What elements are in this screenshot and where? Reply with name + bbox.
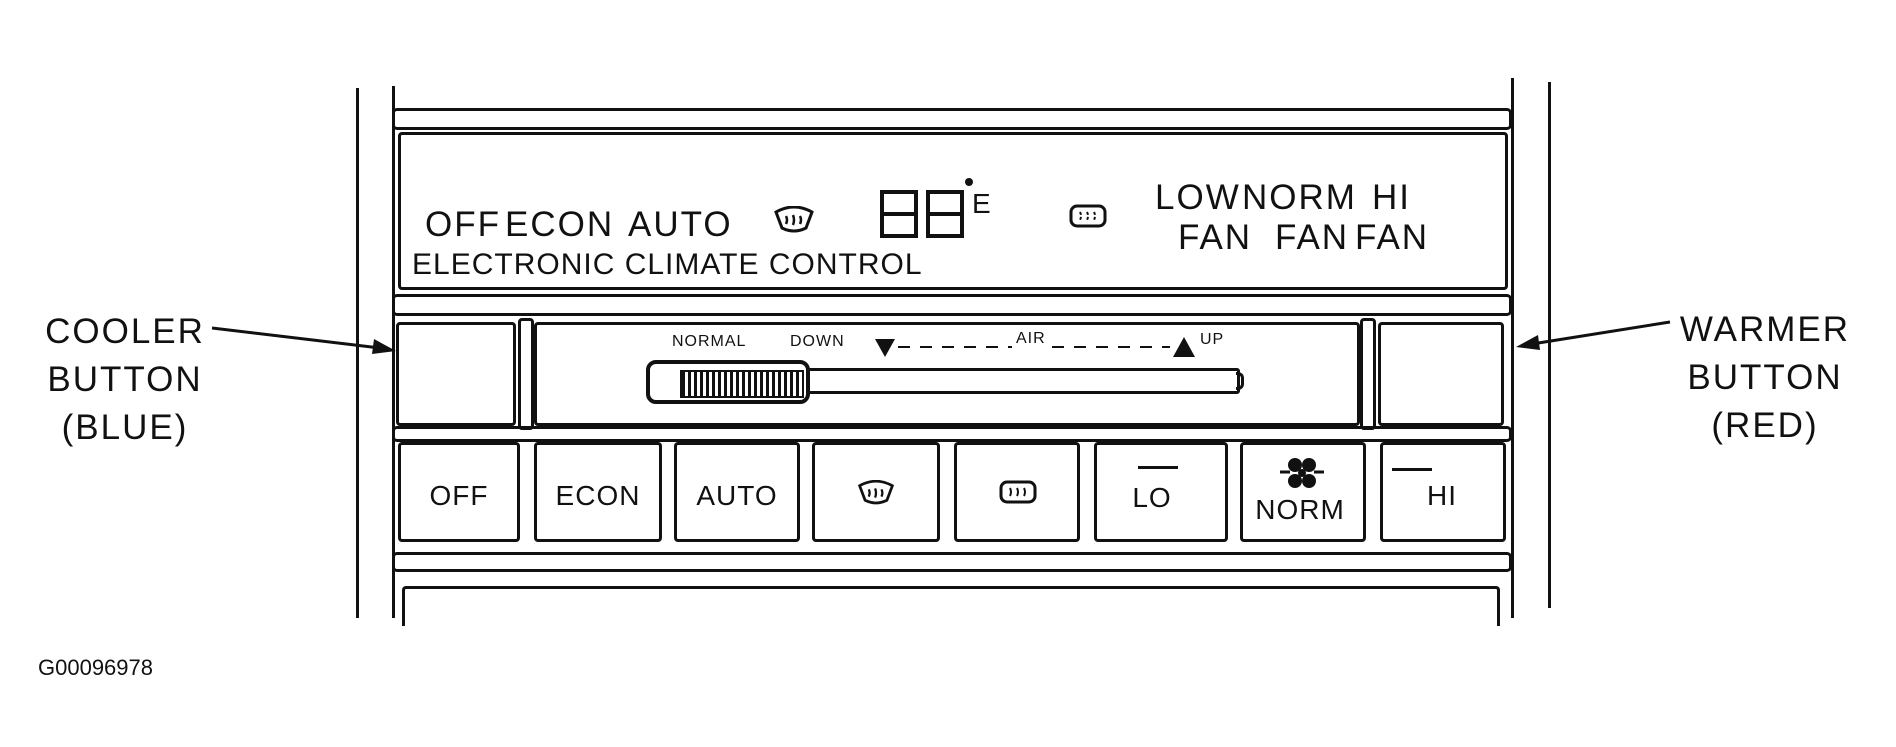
fan-lo-indicator-line — [1138, 466, 1178, 469]
inner-left-line — [392, 86, 395, 618]
rear-defrost-button-icon — [999, 480, 1037, 504]
down-triangle-icon — [875, 339, 895, 357]
button-off-label: OFF — [429, 480, 489, 511]
button-fan-lo-label: LO — [1132, 482, 1172, 513]
cooler-callout: COOLER BUTTON (BLUE) — [30, 308, 220, 452]
rear-defrost-icon — [1069, 204, 1107, 228]
panel-title: ELECTRONIC CLIMATE CONTROL — [412, 248, 923, 281]
air-slider-rail-tip — [1236, 372, 1244, 390]
mode-label-econ: ECON — [505, 205, 615, 244]
top-rail — [392, 108, 1512, 130]
button-off[interactable] — [398, 442, 520, 542]
fan-label-low: LOW — [1155, 178, 1241, 217]
temperature-digits-display — [880, 190, 964, 238]
front-defrost-button-icon — [857, 480, 895, 505]
air-slider-knob[interactable] — [646, 360, 810, 404]
fan-label-hi: HI — [1372, 178, 1411, 217]
slider-divider-left — [518, 318, 534, 430]
mode-label-off: OFF — [425, 205, 501, 244]
figure-id: G00096978 — [38, 655, 153, 680]
cooler-arrow — [211, 326, 396, 354]
display-panel — [398, 132, 1508, 290]
front-defrost-icon — [774, 206, 814, 233]
air-label-down: DOWN — [790, 333, 845, 350]
cooler-callout-line-3: (BLUE) — [61, 408, 189, 447]
warmer-callout: WARMER BUTTON (RED) — [1660, 306, 1870, 450]
bottom-rail — [392, 552, 1512, 572]
warmer-callout-line-1: WARMER — [1679, 310, 1851, 349]
button-fan-hi-label: HI — [1427, 480, 1457, 511]
fan-label-fan-3: FAN — [1355, 218, 1430, 257]
air-label-normal: NORMAL — [672, 333, 747, 350]
warmer-callout-line-3: (RED) — [1711, 406, 1819, 445]
fan-label-norm: NORM — [1242, 178, 1357, 217]
inner-right-line — [1511, 78, 1514, 618]
warmer-arrow — [1516, 320, 1671, 350]
fan-label-fan-1: FAN — [1178, 218, 1253, 257]
warmer-callout-line-2: BUTTON — [1687, 358, 1843, 397]
slider-divider-right — [1360, 318, 1376, 430]
button-econ-label: ECON — [555, 480, 641, 511]
up-triangle-icon — [1173, 337, 1195, 357]
button-fan-hi[interactable] — [1380, 442, 1506, 542]
outer-left-line — [356, 88, 359, 618]
middle-rail-2 — [392, 426, 1512, 442]
air-label-up: UP — [1200, 331, 1225, 348]
button-econ[interactable] — [534, 442, 662, 542]
bottom-frame — [402, 586, 1500, 626]
button-auto-label: AUTO — [696, 480, 778, 511]
fan-label-fan-2: FAN — [1275, 218, 1350, 257]
button-fan-lo[interactable] — [1094, 442, 1228, 542]
degree-dot — [965, 178, 973, 186]
fan-hi-indicator-line — [1392, 468, 1432, 471]
button-auto[interactable] — [674, 442, 800, 542]
warmer-button[interactable] — [1378, 322, 1504, 426]
cooler-button[interactable] — [396, 322, 516, 426]
cooler-callout-line-1: COOLER — [45, 312, 205, 351]
mode-label-auto: AUTO — [628, 205, 733, 244]
temp-unit-label: E — [972, 188, 993, 219]
cooler-callout-line-2: BUTTON — [47, 360, 203, 399]
air-slider-knob-grip — [680, 370, 804, 398]
middle-rail-1 — [392, 294, 1512, 316]
outer-right-line — [1548, 82, 1551, 608]
air-label-air: AIR — [1012, 330, 1050, 348]
button-fan-norm-label: NORM — [1255, 494, 1345, 525]
fan-icon — [1280, 458, 1324, 488]
button-fan-norm[interactable] — [1240, 442, 1366, 542]
temperature-digits: 88 — [880, 194, 925, 239]
